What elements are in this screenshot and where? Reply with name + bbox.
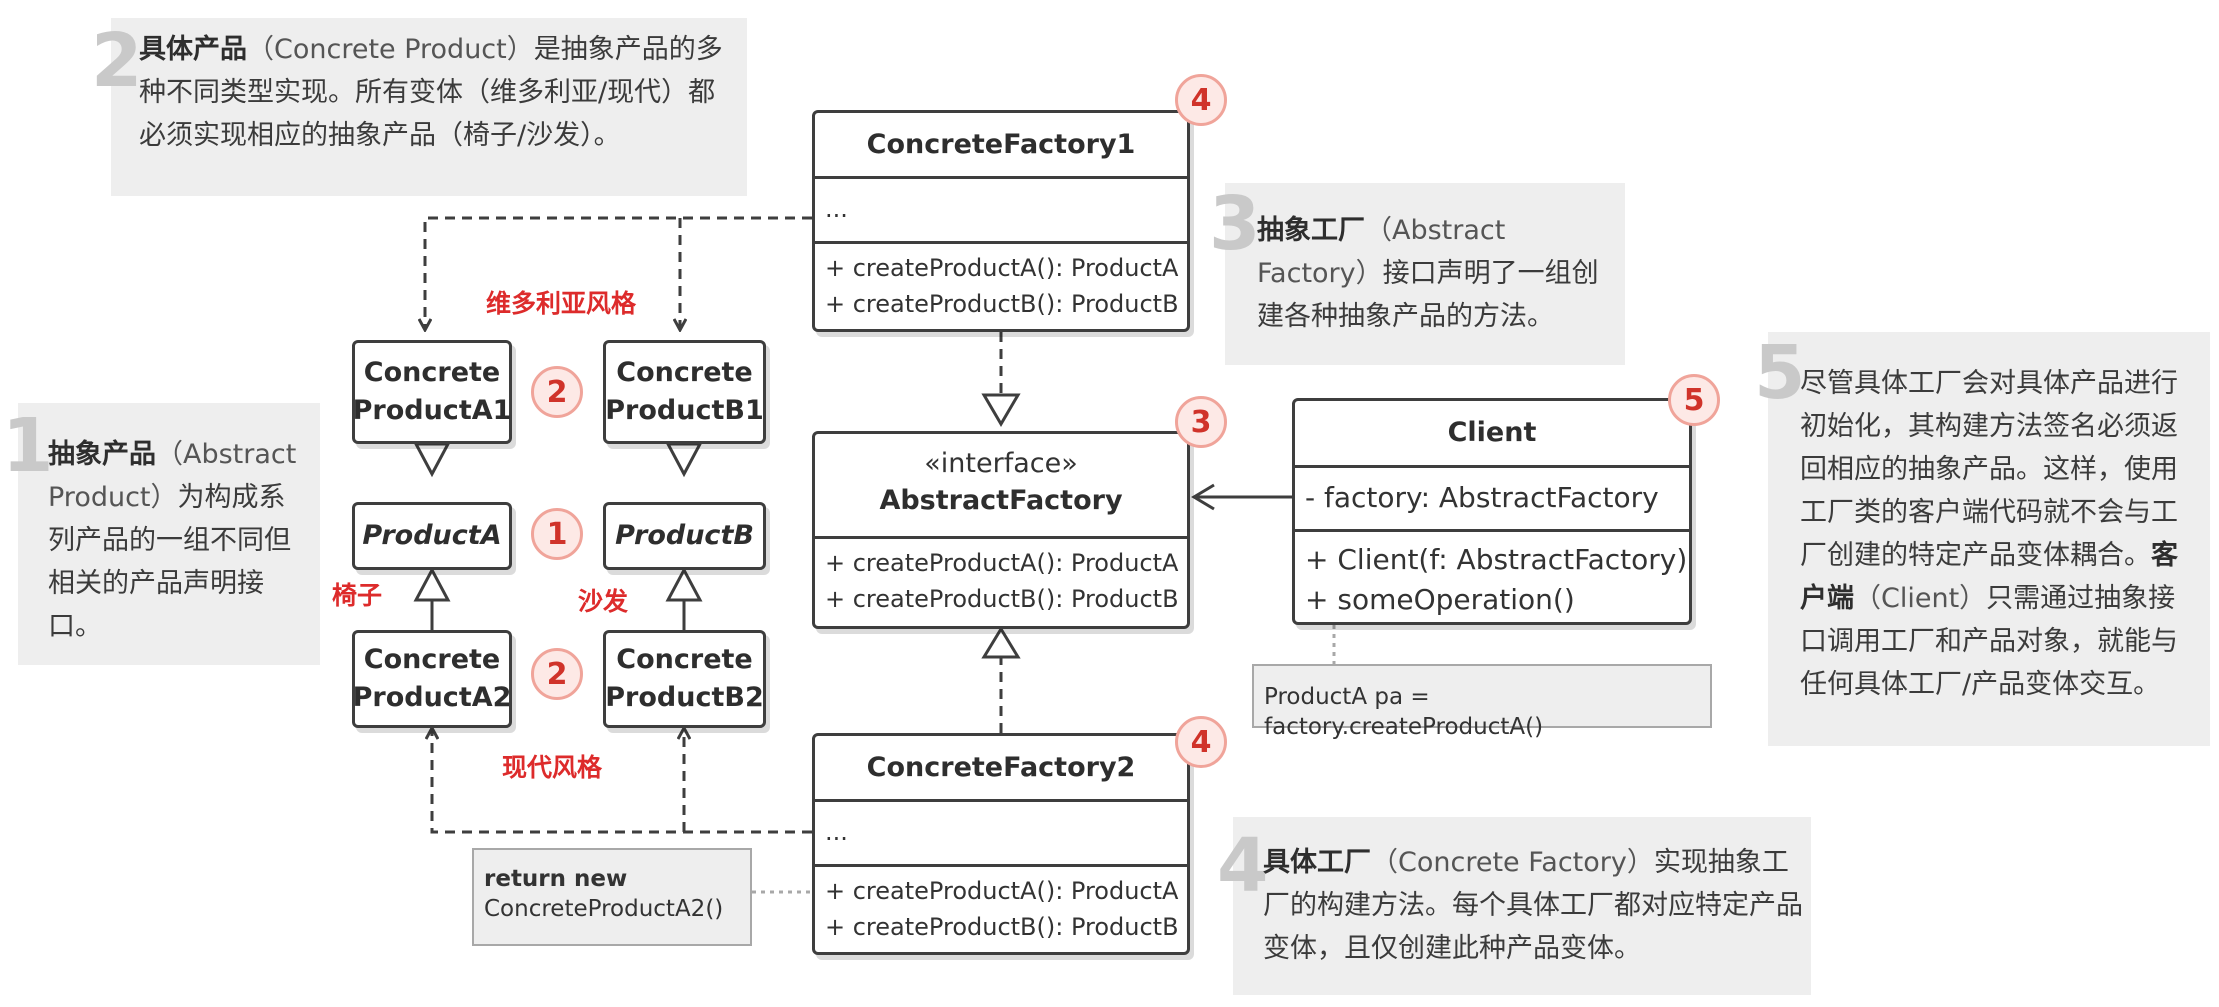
code-text: ConcreteProductA2() (484, 896, 724, 922)
class-concrete-product-b2: Concrete ProductB2 (603, 630, 766, 728)
method-some-operation: + someOperation() (1305, 583, 1575, 616)
code-note-client: ProductA pa = factory.createProductA() (1252, 664, 1712, 740)
note-abstract-factory: 3 抽象工厂（Abstract Factory）接口声明了一组创建各种抽象产品的… (1209, 183, 1625, 365)
class-field: - factory: AbstractFactory (1305, 481, 1659, 514)
note-abstract-product: 1 抽象产品（Abstract Product）为构成系列产品的一组不同但相关的… (2, 403, 320, 665)
class-concrete-product-b1: Concrete ProductB1 (603, 340, 766, 444)
note-number: 1 (2, 403, 54, 489)
note-english: （Client） (1854, 583, 1987, 614)
label-victorian-style: 维多利亚风格 (486, 289, 637, 318)
note-concrete-product: 2 具体产品（Concrete Product）是抽象产品的多种不同类型实现。所… (91, 18, 747, 196)
interface-product-b: ProductB (603, 502, 766, 570)
badge-abstract-factory: 3 (1175, 396, 1227, 448)
note-title: 客户端 (1800, 540, 2178, 614)
note-client: 5 尽管具体工厂会对具体产品进行初始化，其构建方法签名必须返回相应的抽象产品。这… (1754, 332, 2210, 746)
method-create-b: + createProductB(): ProductB (825, 290, 1179, 318)
method-create-b: + createProductB(): ProductB (825, 585, 1179, 613)
note-body-2: 只需通过抽象接口调用工厂和产品对象，就能与任何具体工厂/产品变体交互。 (1800, 583, 2178, 700)
note-text: 具体工厂（Concrete Factory）实现抽象工厂的构建方法。每个具体工厂… (1263, 841, 1803, 970)
badge-concrete-product-2: 2 (531, 648, 583, 700)
method-create-a: + createProductA(): ProductA (825, 549, 1179, 577)
note-english: （Abstract Product） (48, 439, 297, 513)
method-constructor: + Client(f: AbstractFactory) (1305, 543, 1688, 576)
class-abstract-factory: «interface» AbstractFactory + createProd… (812, 431, 1190, 629)
note-number: 2 (91, 18, 143, 104)
note-number: 4 (1217, 823, 1269, 909)
badge-product-abstract: 1 (531, 508, 583, 560)
note-text: 尽管具体工厂会对具体产品进行初始化，其构建方法签名必须返回相应的抽象产品。这样，… (1800, 362, 2200, 706)
badge-concrete-factory-1: 4 (1175, 74, 1227, 126)
class-stereotype: «interface» (924, 448, 1078, 479)
code-keyword: return new (484, 866, 628, 892)
class-fields: ... (825, 195, 848, 223)
class-fields: ... (825, 818, 848, 846)
note-concrete-factory: 4 具体工厂（Concrete Factory）实现抽象工厂的构建方法。每个具体… (1217, 817, 1811, 995)
note-title: 抽象工厂 (1257, 215, 1365, 246)
badge-concrete-product-1: 2 (531, 366, 583, 418)
label-modern-style: 现代风格 (502, 753, 603, 782)
method-create-a: + createProductA(): ProductA (825, 254, 1179, 282)
note-body: 接口声明了一组创建各种抽象产品的方法。 (1257, 258, 1599, 332)
note-number: 3 (1209, 181, 1261, 267)
note-text: 抽象工厂（Abstract Factory）接口声明了一组创建各种抽象产品的方法… (1257, 209, 1617, 338)
code-note-concrete-factory-2: return new ConcreteProductA2() (472, 848, 752, 946)
label-sofa: 沙发 (578, 587, 629, 616)
note-english: （Concrete Factory） (1371, 847, 1654, 878)
note-text: 具体产品（Concrete Product）是抽象产品的多种不同类型实现。所有变… (139, 28, 735, 157)
method-create-b: + createProductB(): ProductB (825, 913, 1179, 941)
class-concrete-product-a2: Concrete ProductA2 (352, 630, 512, 728)
interface-product-a: ProductA (352, 502, 512, 570)
label-chair: 椅子 (332, 581, 383, 610)
note-english: （Concrete Product） (247, 34, 534, 65)
badge-client: 5 (1668, 374, 1720, 426)
note-number: 5 (1754, 330, 1806, 416)
class-name: AbstractFactory (879, 485, 1123, 516)
dependency-cf2-products (432, 728, 812, 834)
note-title: 具体产品 (139, 34, 247, 65)
code-text: ProductA pa = factory.createProductA() (1264, 684, 1544, 740)
note-english: （Abstract Factory） (1257, 215, 1506, 289)
class-concrete-factory-1: ConcreteFactory1 ... + createProductA():… (812, 110, 1190, 332)
class-concrete-product-a1: Concrete ProductA1 (352, 340, 512, 444)
note-body: 为构成系列产品的一组不同但相关的产品声明接口。 (48, 482, 291, 642)
dependency-cf1-products (425, 216, 812, 330)
note-title: 具体工厂 (1263, 847, 1371, 878)
class-name: Client (1447, 417, 1537, 448)
method-create-a: + createProductA(): ProductA (825, 877, 1179, 905)
note-body: 是抽象产品的多种不同类型实现。所有变体（维多利亚/现代）都必须实现相应的抽象产品… (139, 34, 723, 151)
note-text: 抽象产品（Abstract Product）为构成系列产品的一组不同但相关的产品… (48, 433, 310, 648)
note-body: 尽管具体工厂会对具体产品进行初始化，其构建方法签名必须返回相应的抽象产品。这样，… (1800, 368, 2178, 571)
class-name: ConcreteFactory2 (866, 752, 1136, 783)
class-client: Client - factory: AbstractFactory + Clie… (1292, 398, 1692, 625)
badge-concrete-factory-2: 4 (1175, 716, 1227, 768)
class-concrete-factory-2: ConcreteFactory2 ... + createProductA():… (812, 733, 1190, 955)
note-body: 实现抽象工厂的构建方法。每个具体工厂都对应特定产品变体，且仅创建此种产品变体。 (1263, 847, 1803, 964)
note-title: 抽象产品 (48, 439, 156, 470)
class-name: ConcreteFactory1 (866, 129, 1136, 160)
